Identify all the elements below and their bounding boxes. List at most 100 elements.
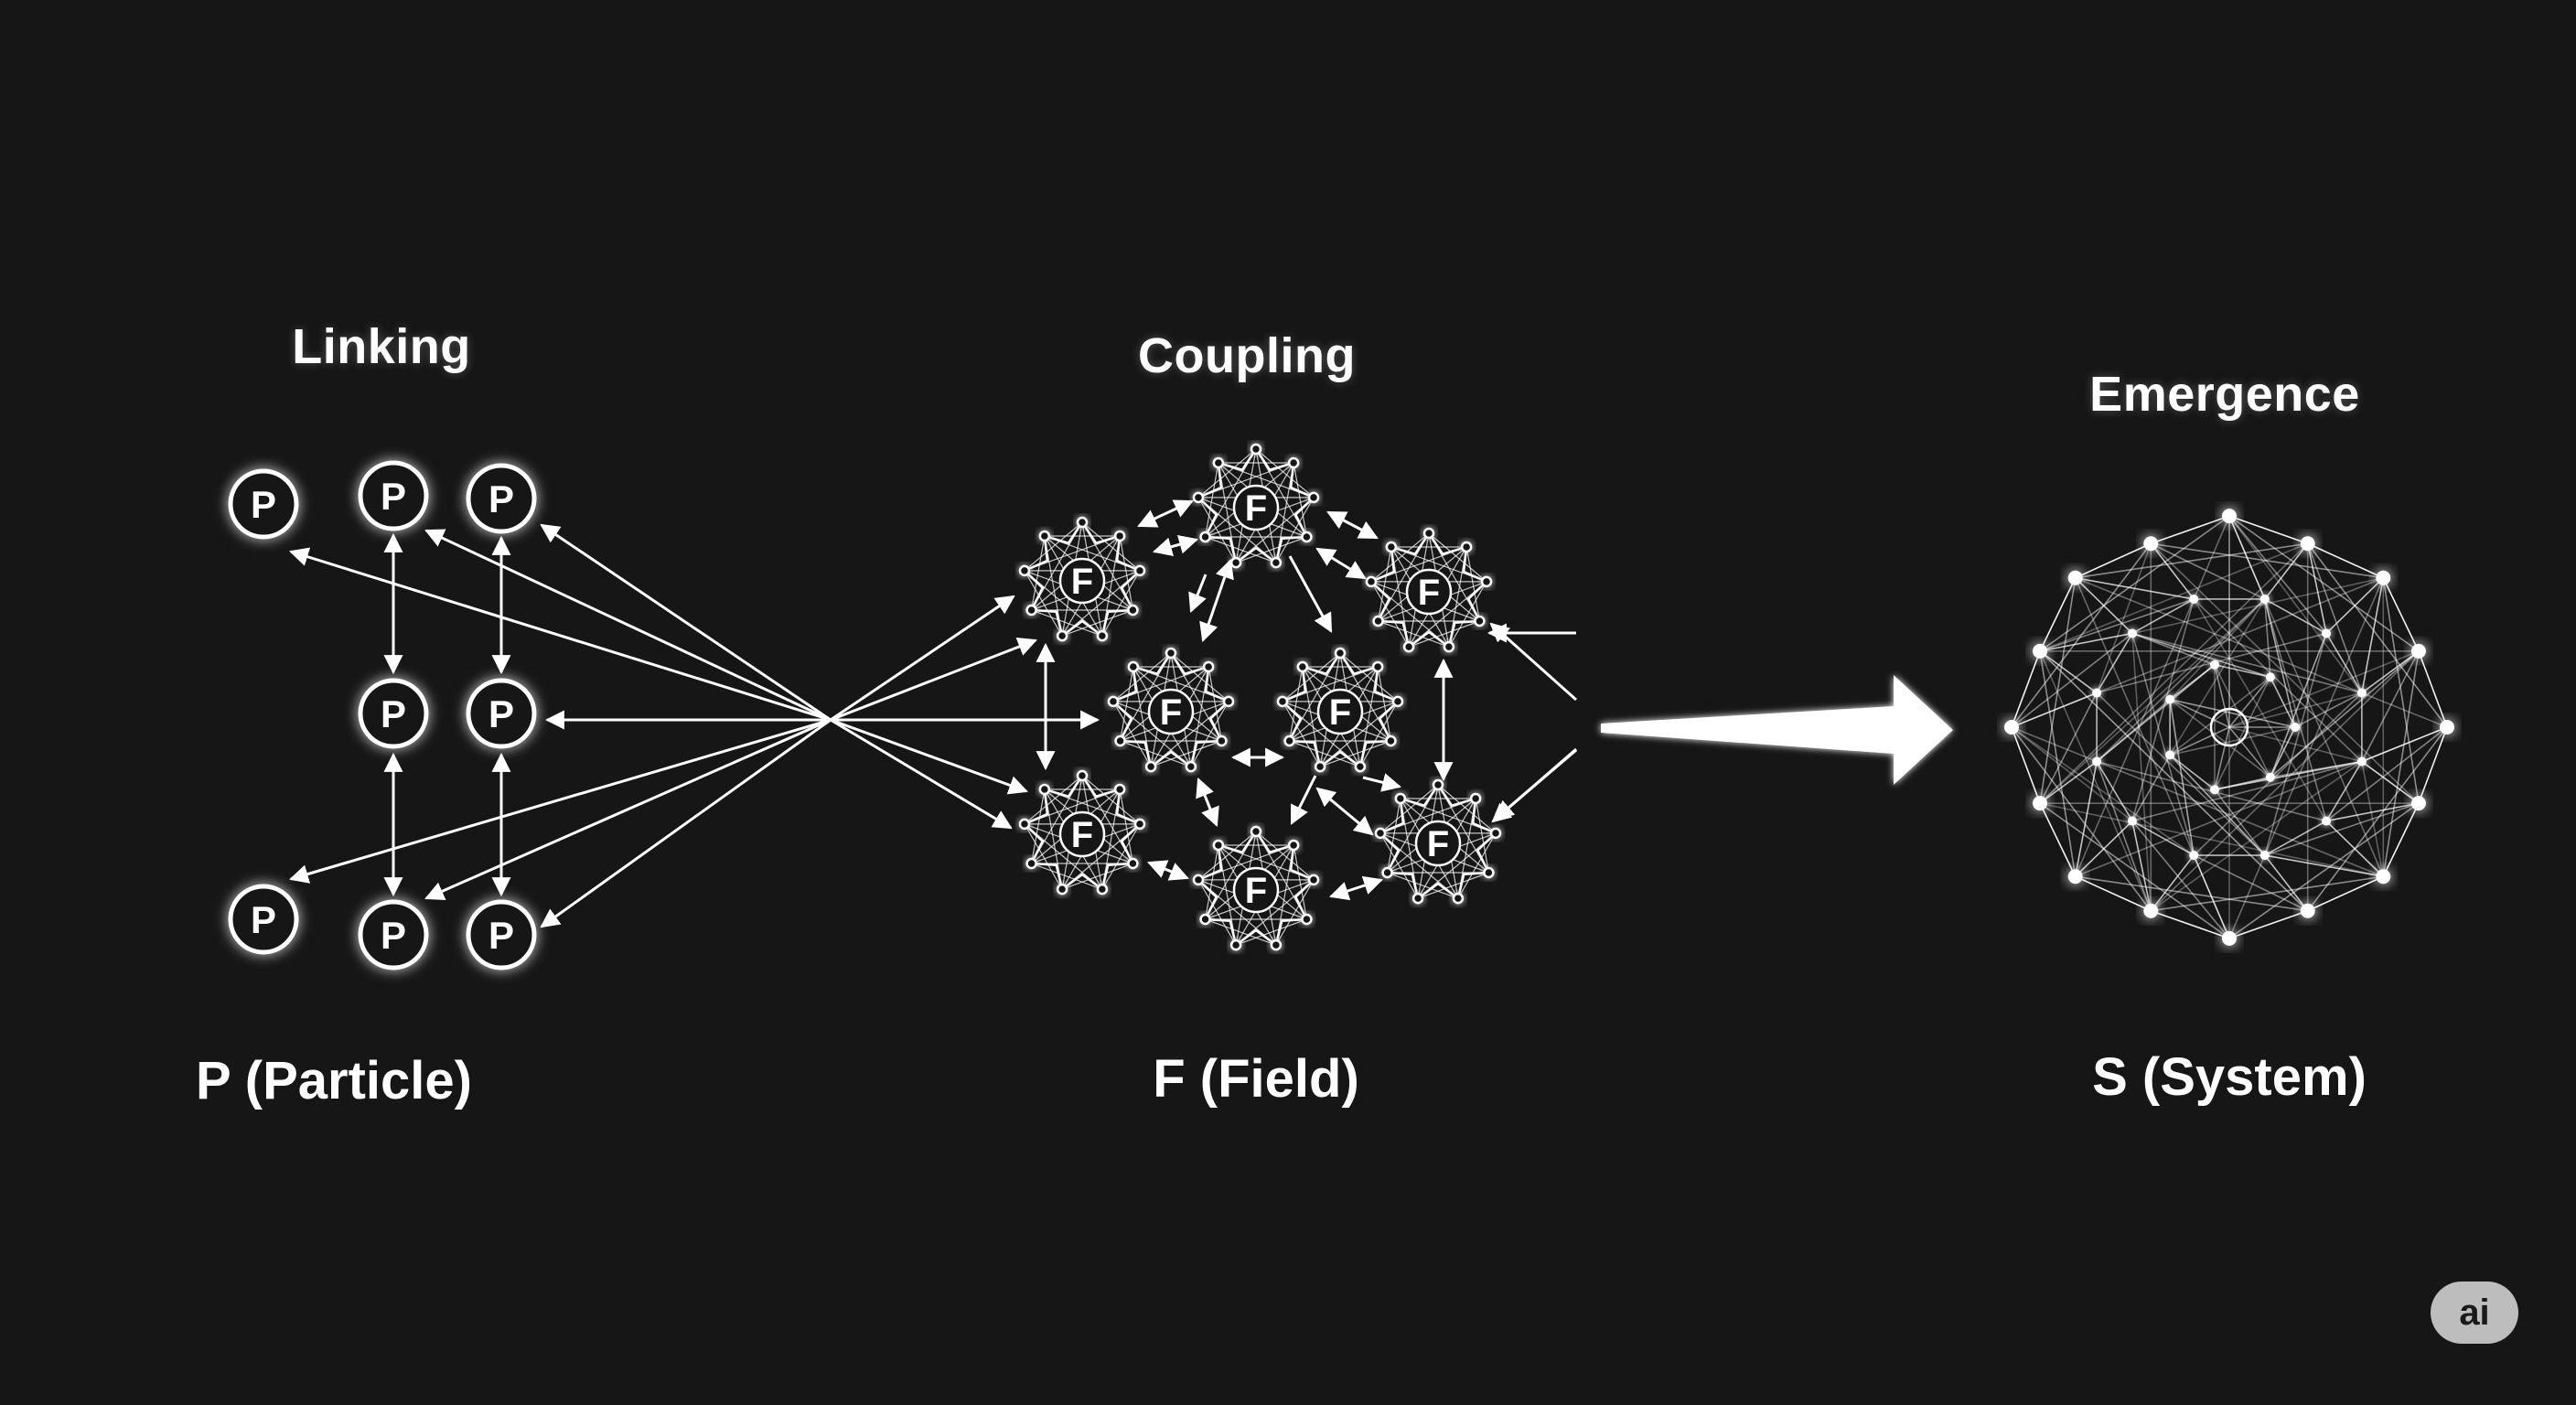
- system-edge: [2264, 598, 2327, 635]
- field-node-vertex: [1192, 874, 1205, 886]
- field-node-vertex: [1250, 825, 1262, 838]
- system-edge: [2075, 577, 2448, 728]
- field-node-mesh-line: [1150, 740, 1222, 767]
- field-node-mesh-line: [1293, 844, 1308, 920]
- field-node-outline: [1368, 531, 1489, 649]
- field-node-vertex: [1025, 604, 1037, 617]
- field-node-mesh-line: [1024, 823, 1063, 890]
- system-edge: [2325, 633, 2363, 693]
- system-node: [2265, 772, 2275, 782]
- system-edge: [2151, 909, 2230, 939]
- coupling-inbound-arrow: [1494, 748, 1577, 820]
- system-edge: [2382, 577, 2420, 804]
- field-node-mesh-line: [1302, 666, 1321, 767]
- system-edge: [2131, 633, 2152, 911]
- field-node-mesh-line: [1417, 872, 1489, 899]
- particle-node-label: P: [251, 483, 276, 526]
- field-node-label: F: [1071, 815, 1093, 855]
- field-node-mesh-line: [1190, 666, 1209, 767]
- field-node-vertex: [1307, 874, 1320, 886]
- system-node: [2143, 903, 2159, 918]
- field-node-mesh-line: [1031, 521, 1083, 611]
- field-node-vertex: [1381, 866, 1393, 879]
- field-node-outline: [1022, 520, 1143, 638]
- field-node-mesh-line: [1359, 701, 1399, 767]
- system-edge: [2306, 543, 2327, 634]
- field-node-vertex: [1076, 516, 1089, 529]
- system-node: [2067, 869, 2083, 885]
- field-node-mesh-line: [1031, 609, 1103, 637]
- system-edge: [2131, 632, 2363, 694]
- emergence-title: Emergence: [2089, 367, 2360, 422]
- system-edge: [2361, 726, 2448, 763]
- field-node-mesh-line: [1119, 535, 1134, 611]
- system-edge: [2270, 676, 2296, 728]
- field-node-vertex: [1287, 456, 1300, 469]
- particle-node: P: [358, 460, 429, 531]
- field-node-vertex: [1133, 564, 1146, 577]
- field-node-center: [1316, 688, 1364, 735]
- field-node: F: [1365, 527, 1493, 653]
- system-edge: [2169, 698, 2271, 778]
- field-node-vertex: [1025, 857, 1037, 870]
- field-node-mesh-line: [1218, 462, 1315, 499]
- field-node-vertex: [1307, 491, 1320, 504]
- field-node-mesh-line: [1377, 546, 1392, 622]
- system-edge: [2096, 542, 2152, 693]
- system-edge: [2075, 576, 2195, 600]
- field-node-mesh-line: [1289, 740, 1361, 767]
- system-edge: [2169, 676, 2271, 756]
- field-node-mesh-line: [1408, 581, 1487, 648]
- field-node-mesh-line: [1205, 831, 1257, 920]
- field-node-vertex: [1165, 647, 1177, 660]
- system-edge: [2131, 820, 2152, 911]
- emergence-transition: [1601, 675, 1953, 785]
- coupling-arrow: [1137, 499, 1194, 528]
- system-edge: [2039, 760, 2098, 804]
- system-node: [2300, 903, 2315, 918]
- field-node-vertex: [1474, 615, 1486, 627]
- system-edge: [2075, 875, 2152, 912]
- field-node-mesh-line: [1044, 788, 1063, 890]
- system-edge: [2131, 632, 2216, 666]
- system-edge: [2264, 633, 2327, 856]
- system-edge: [2361, 577, 2385, 693]
- system-edge: [2039, 650, 2152, 912]
- field-node-mesh-line: [1197, 844, 1294, 881]
- coupling-fan-arrow: [830, 638, 1037, 722]
- system-edge: [2150, 542, 2420, 804]
- field-node-mesh-line: [1387, 784, 1439, 874]
- system-edge: [2011, 692, 2098, 728]
- field-node-mesh-line: [1024, 788, 1121, 825]
- system-node: [2209, 660, 2219, 670]
- system-edge: [2228, 909, 2308, 939]
- system-edge: [2011, 726, 2041, 804]
- linking-fan-arrow: [288, 718, 832, 884]
- field-node-center: [1405, 568, 1453, 616]
- field-node-vertex: [1107, 695, 1120, 708]
- field-node-vertex: [1483, 866, 1495, 879]
- field-node-mesh-line: [1339, 652, 1399, 702]
- system-edge: [2307, 542, 2384, 579]
- field-node-vertex: [1374, 827, 1387, 840]
- coupling-fan-arrow: [830, 718, 1028, 795]
- field-node-mesh-line: [1190, 701, 1229, 767]
- system-edge: [2150, 650, 2420, 912]
- system-edge: [2264, 802, 2420, 856]
- system-node: [2265, 672, 2275, 682]
- field-node-label: F: [1245, 488, 1267, 529]
- system-node: [2092, 756, 2102, 767]
- system-edge: [2264, 820, 2327, 856]
- field-node-mesh-line: [1282, 652, 1341, 702]
- field-node-vertex: [1469, 792, 1482, 805]
- system-edge: [2228, 577, 2385, 939]
- field-node-mesh-line: [1197, 831, 1257, 881]
- field-node-vertex: [1212, 456, 1225, 469]
- field-node-outline: [1111, 650, 1231, 769]
- system-edge: [2264, 598, 2296, 728]
- field-node-mesh-line: [1024, 823, 1103, 890]
- system-node: [2165, 694, 2175, 704]
- system-edge: [2075, 542, 2152, 579]
- system-edge: [2075, 542, 2308, 579]
- system-edge: [2011, 726, 2384, 877]
